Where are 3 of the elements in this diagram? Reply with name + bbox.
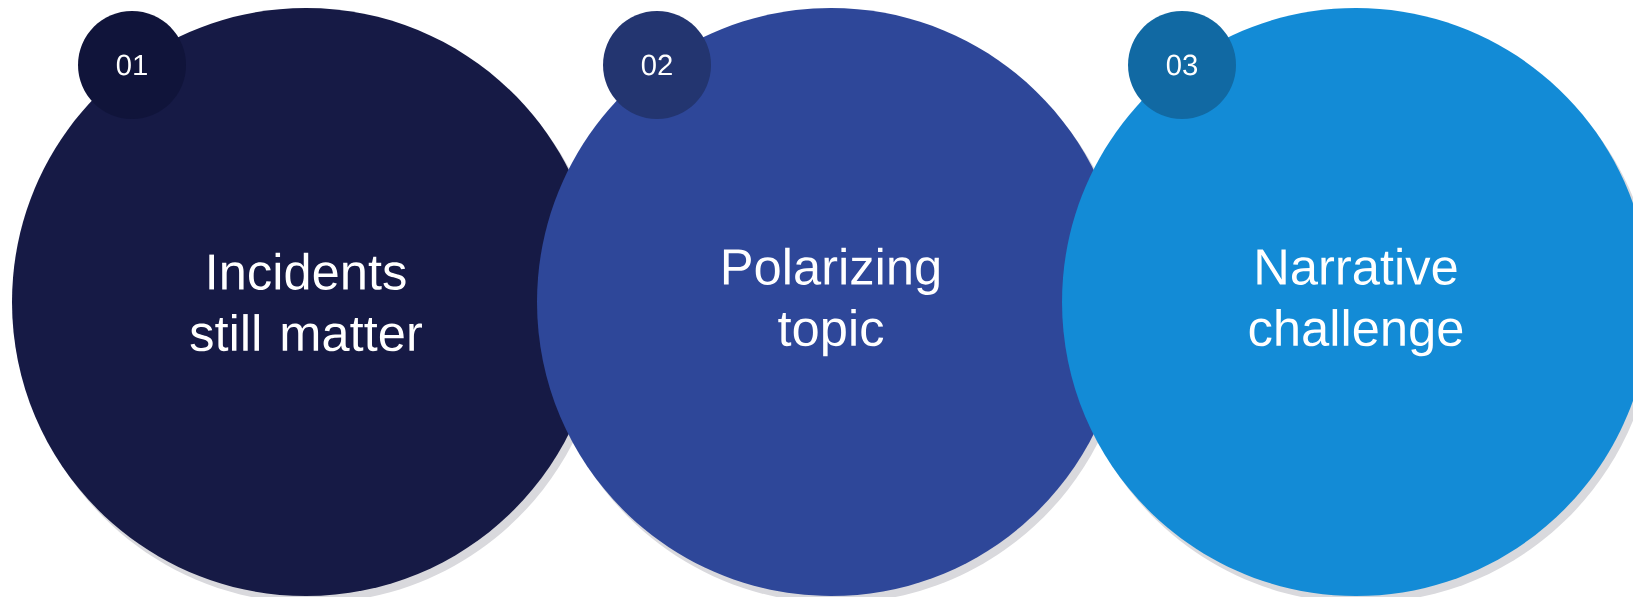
number-badge: 01 — [78, 11, 186, 119]
number-badge: 02 — [603, 11, 711, 119]
number-badge: 03 — [1128, 11, 1236, 119]
